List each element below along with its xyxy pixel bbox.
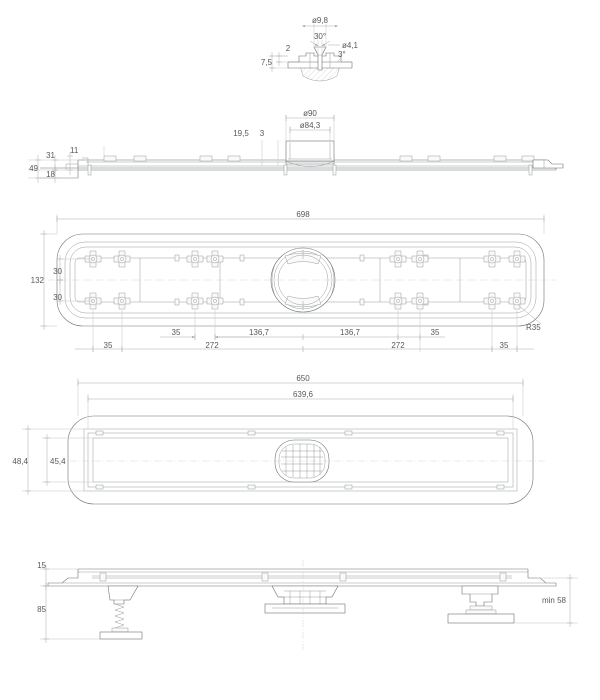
dim-plan-height: 132 30 30 xyxy=(31,230,93,330)
dim-label-85: 85 xyxy=(37,605,46,614)
dim-label-272a: 272 xyxy=(205,341,219,350)
cross-fastener xyxy=(206,292,224,310)
cross-fastener xyxy=(483,292,501,310)
dim-label-2: 2 xyxy=(286,44,291,53)
dim-detail-d41: ø4,1 xyxy=(328,41,359,50)
dim-label-272b: 272 xyxy=(391,341,405,350)
cross-fastener xyxy=(483,250,501,268)
elev-outlet-assembly xyxy=(264,585,346,614)
dim-label-49: 49 xyxy=(29,164,38,173)
dim-label-35a: 35 xyxy=(172,328,181,337)
cross-fastener xyxy=(186,250,204,268)
dim-label-698: 698 xyxy=(296,210,310,219)
dim-topplan-length: 650 639,6 xyxy=(77,374,524,429)
dim-plan-698: 698 xyxy=(56,210,545,234)
elev-foot-right xyxy=(447,585,515,624)
elev-rails xyxy=(47,568,557,587)
dim-plan-r35: R35 xyxy=(517,304,541,332)
view-side-section: 49 31 18 11 19,5 3 ø90 xyxy=(28,109,564,183)
dim-label-1367b: 136,7 xyxy=(340,328,361,337)
cross-fastener xyxy=(389,292,407,310)
view-bottom-plan: 698 132 30 30 xyxy=(31,210,556,352)
cross-fastener xyxy=(186,292,204,310)
cross-fastener xyxy=(113,292,131,310)
dim-label-d41: ø4,1 xyxy=(342,41,359,50)
dim-label-30a: 30 xyxy=(53,267,62,276)
dim-detail-angle3: 3° xyxy=(336,50,346,63)
dim-elev-left: 15 85 xyxy=(37,561,100,643)
spring-icon xyxy=(114,603,125,629)
dim-section-left: 49 31 18 11 xyxy=(28,146,105,183)
dim-detail-angle30: 30° xyxy=(309,32,331,47)
dim-label-484: 48,4 xyxy=(12,457,28,466)
elev-clips xyxy=(99,572,507,582)
dim-plan-bottom-chain: 35 136,7 136,7 35 35 272 272 xyxy=(75,310,534,352)
cross-fastener xyxy=(411,250,429,268)
dim-label-650: 650 xyxy=(296,374,310,383)
dim-label-r35: R35 xyxy=(526,323,541,332)
section-clips xyxy=(103,155,535,162)
dim-label-d90: ø90 xyxy=(303,109,317,118)
elev-foot-left xyxy=(99,585,143,640)
dim-label-30b: 30 xyxy=(53,293,62,302)
dim-label-3: 3 xyxy=(260,129,265,138)
topplan-corner-tabs xyxy=(95,430,505,490)
view-top-plan: 650 639,6 48,4 45,4 xyxy=(12,374,545,505)
dim-detail-75: 7,5 xyxy=(261,52,275,72)
dim-label-18: 18 xyxy=(46,170,55,179)
dim-label-15: 15 xyxy=(37,561,46,570)
plan-fasteners xyxy=(84,250,526,310)
cross-fastener xyxy=(411,292,429,310)
dim-label-75: 7,5 xyxy=(261,58,273,67)
dim-label-35d: 35 xyxy=(500,341,509,350)
dim-label-132: 132 xyxy=(31,276,45,285)
cross-fastener xyxy=(113,250,131,268)
dim-label-angle3: 3° xyxy=(338,50,346,59)
dim-label-d843: ø84,3 xyxy=(300,121,321,130)
dim-label-454: 45,4 xyxy=(50,457,66,466)
cross-fastener xyxy=(206,250,224,268)
dim-label-angle30: 30° xyxy=(314,32,326,41)
cross-fastener xyxy=(508,250,526,268)
dim-label-31: 31 xyxy=(46,151,55,160)
dim-detail-d98: ø9,8 xyxy=(302,16,338,28)
dim-label-1367a: 136,7 xyxy=(249,328,270,337)
dim-label-d98: ø9,8 xyxy=(312,16,329,25)
dim-section-195-3: 19,5 3 xyxy=(233,129,279,166)
dim-label-min58: min 58 xyxy=(542,596,567,605)
dim-elev-min58: min 58 xyxy=(514,574,578,627)
section-stems xyxy=(87,164,533,176)
dim-label-195: 19,5 xyxy=(233,129,249,138)
dim-topplan-width: 48,4 45,4 xyxy=(12,425,93,495)
dim-detail-2: 2 xyxy=(276,44,291,66)
dim-label-6396: 639,6 xyxy=(293,390,314,399)
dim-label-11: 11 xyxy=(70,146,79,155)
section-outlet xyxy=(285,140,335,167)
cross-fastener xyxy=(389,250,407,268)
cross-fastener xyxy=(508,292,526,310)
view-front-elevation: 15 85 min 58 xyxy=(37,560,578,650)
dim-label-35c: 35 xyxy=(104,341,113,350)
dim-section-outlet: ø90 ø84,3 xyxy=(285,109,335,143)
dim-label-35b: 35 xyxy=(431,328,440,337)
section-right-end xyxy=(532,159,564,169)
view-detail-flange-section: ø9,8 30° ø4,1 2 7,5 3° xyxy=(261,16,359,82)
